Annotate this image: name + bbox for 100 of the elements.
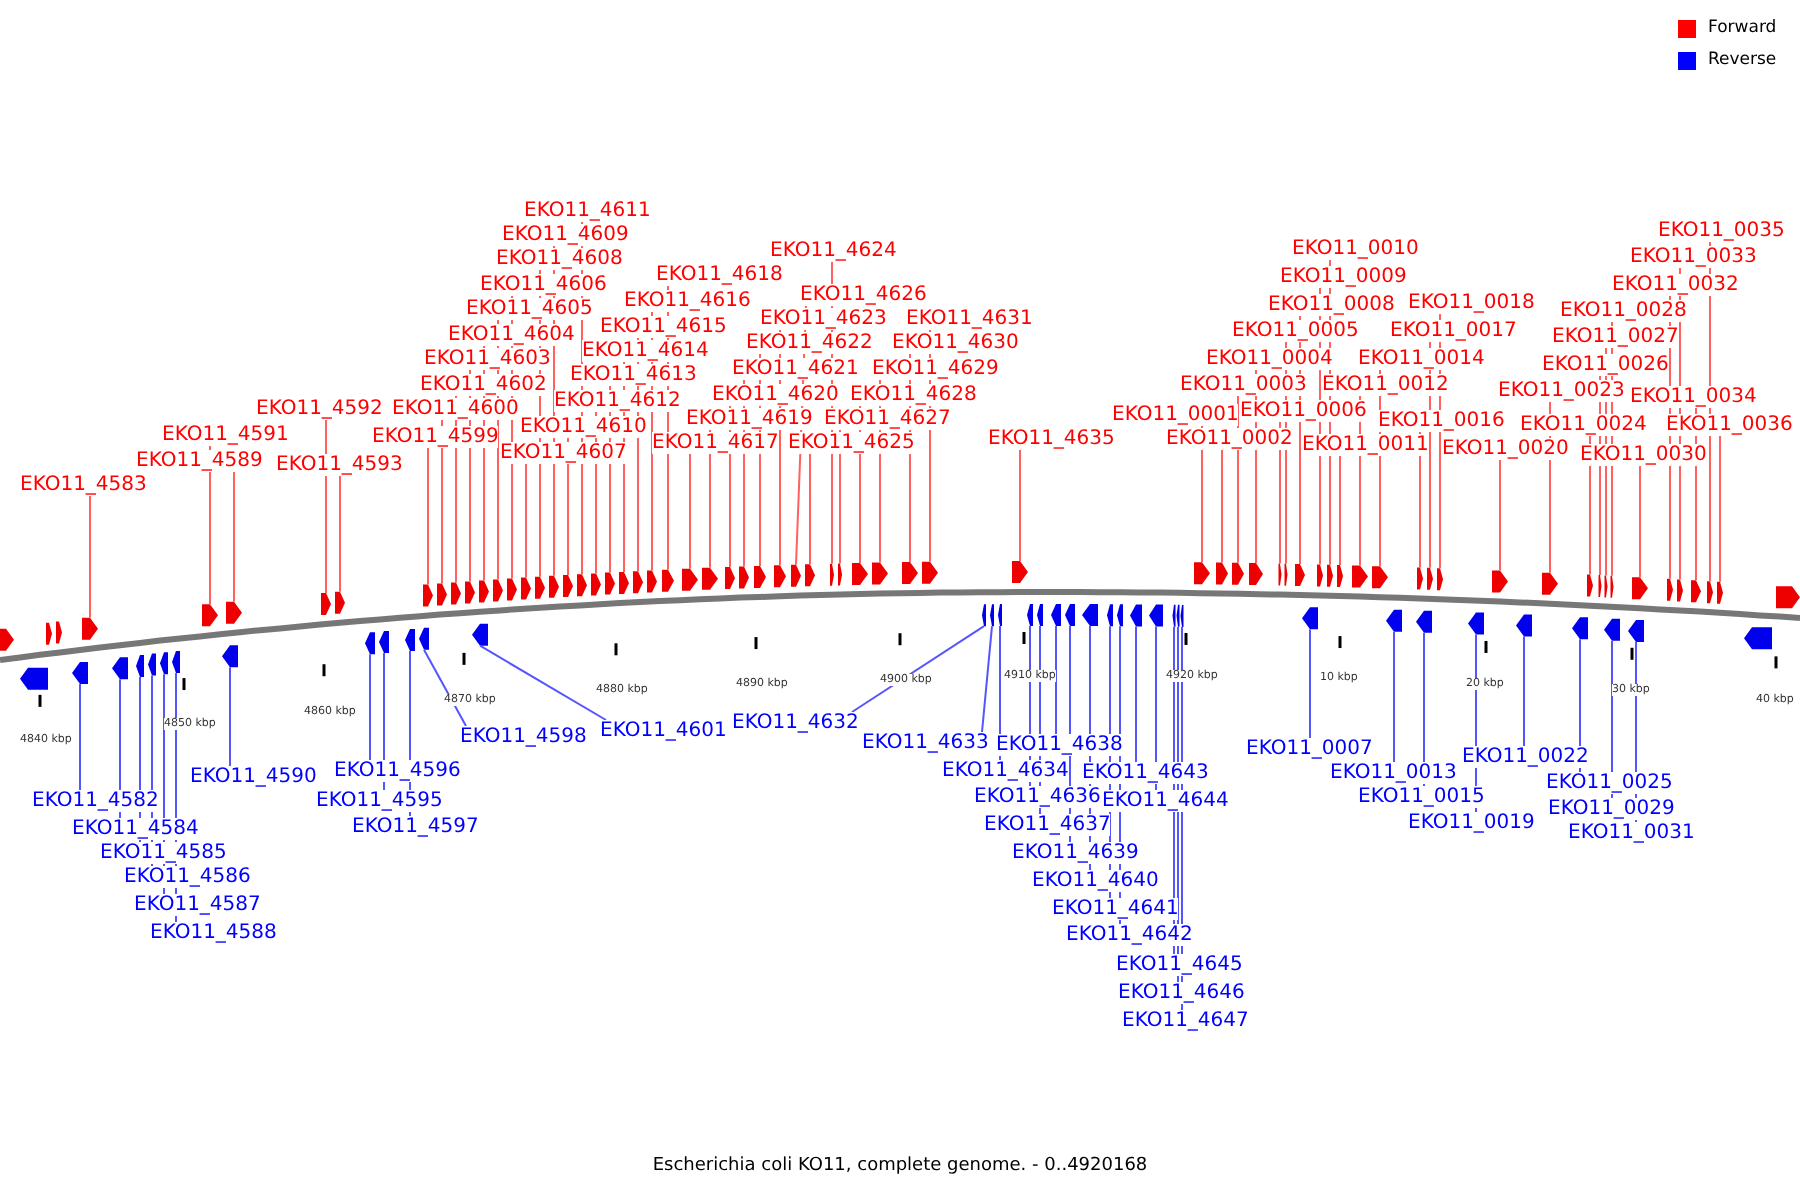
gene-glyph bbox=[922, 561, 938, 584]
gene-glyph bbox=[423, 584, 433, 607]
gene-glyph bbox=[662, 569, 674, 592]
gene-glyph bbox=[563, 575, 573, 597]
gene-label: EKO11_0028 bbox=[1560, 300, 1687, 322]
gene-label: EKO11_4636 bbox=[974, 786, 1101, 808]
gene-label: EKO11_4589 bbox=[136, 450, 263, 472]
gene-glyph bbox=[1012, 561, 1028, 584]
gene-glyph bbox=[1744, 627, 1772, 650]
leader-line bbox=[441, 419, 443, 585]
gene-label: EKO11_0033 bbox=[1630, 246, 1757, 268]
gene-label: EKO11_0010 bbox=[1292, 238, 1419, 260]
gene-glyph bbox=[465, 581, 475, 604]
gene-label: EKO11_0001 bbox=[1112, 404, 1239, 426]
gene-label: EKO11_4624 bbox=[770, 240, 897, 262]
gene-label: EKO11_4621 bbox=[732, 358, 859, 380]
gene-glyph bbox=[1427, 567, 1433, 590]
gene-label: EKO11_4612 bbox=[554, 390, 681, 412]
gene-glyph bbox=[0, 628, 14, 651]
caption: Escherichia coli KO11, complete genome. - 0..4920168 bbox=[652, 1156, 1148, 1176]
gene-label: EKO11_4639 bbox=[1012, 842, 1139, 864]
gene-glyph bbox=[591, 573, 601, 596]
gene-label: EKO11_4646 bbox=[1118, 982, 1245, 1004]
gene-label: EKO11_4586 bbox=[124, 866, 251, 888]
gene-label: EKO11_0013 bbox=[1330, 762, 1457, 784]
gene-glyph bbox=[1417, 567, 1423, 590]
gene-label: EKO11_0014 bbox=[1358, 348, 1485, 370]
gene-label: EKO11_4608 bbox=[496, 248, 623, 270]
gene-label: EKO11_4630 bbox=[892, 332, 1019, 354]
leader-line bbox=[79, 682, 81, 791]
leader-line bbox=[851, 625, 985, 713]
gene-label: EKO11_4593 bbox=[276, 454, 403, 476]
gene-label: EKO11_4620 bbox=[712, 384, 839, 406]
gene-glyph bbox=[46, 622, 52, 645]
gene-label: EKO11_4625 bbox=[788, 432, 915, 454]
gene-glyph bbox=[1295, 564, 1305, 587]
gene-label: EKO11_0007 bbox=[1246, 738, 1373, 760]
gene-glyph bbox=[1302, 607, 1318, 630]
leader-line bbox=[427, 447, 429, 586]
gene-label: EKO11_4613 bbox=[570, 364, 697, 386]
gene-label: EKO11_4642 bbox=[1066, 924, 1193, 946]
gene-label: EKO11_0029 bbox=[1548, 798, 1675, 820]
gene-glyph bbox=[1587, 574, 1593, 597]
gene-glyph bbox=[902, 562, 918, 585]
gene-glyph bbox=[56, 621, 62, 644]
gene-label: EKO11_0031 bbox=[1568, 822, 1695, 844]
gene-label: EKO11_0009 bbox=[1280, 266, 1407, 288]
gene-glyph bbox=[1352, 565, 1368, 588]
gene-glyph bbox=[1632, 577, 1648, 600]
gene-glyph bbox=[1667, 578, 1673, 601]
gene-label: EKO11_4617 bbox=[652, 432, 779, 454]
leader-line bbox=[423, 648, 467, 727]
gene-glyph bbox=[1232, 562, 1244, 585]
gene-glyph bbox=[112, 657, 128, 680]
gene-label: EKO11_4601 bbox=[600, 720, 727, 742]
gene-glyph bbox=[1386, 609, 1402, 632]
gene-glyph bbox=[1572, 617, 1588, 640]
gene-label: EKO11_4600 bbox=[392, 398, 519, 420]
gene-label: EKO11_0034 bbox=[1630, 386, 1757, 408]
gene-label: EKO11_4618 bbox=[656, 264, 783, 286]
gene-label: EKO11_4595 bbox=[316, 790, 443, 812]
leader-line bbox=[479, 644, 607, 721]
gene-label: EKO11_0017 bbox=[1390, 320, 1517, 342]
leader-line bbox=[1155, 625, 1157, 791]
gene-glyph bbox=[521, 577, 531, 600]
gene-label: EKO11_4647 bbox=[1122, 1010, 1249, 1032]
gene-glyph bbox=[1194, 562, 1210, 585]
gene-label: EKO11_0016 bbox=[1378, 410, 1505, 432]
gene-label: EKO11_4606 bbox=[480, 274, 607, 296]
gene-glyph bbox=[1677, 579, 1683, 602]
gene-label: EKO11_0011 bbox=[1302, 434, 1429, 456]
gene-label: EKO11_0008 bbox=[1268, 294, 1395, 316]
gene-glyph bbox=[1082, 604, 1098, 627]
gene-glyph bbox=[619, 571, 629, 594]
gene-label: EKO11_0035 bbox=[1658, 220, 1785, 242]
leader-line bbox=[689, 453, 691, 570]
gene-label: EKO11_4628 bbox=[850, 384, 977, 406]
leader-line bbox=[809, 453, 811, 566]
gene-glyph bbox=[493, 579, 503, 602]
gene-label: EKO11_4641 bbox=[1052, 898, 1179, 920]
gene-label: EKO11_4609 bbox=[502, 224, 629, 246]
gene-glyph bbox=[405, 628, 415, 651]
gene-glyph bbox=[774, 565, 786, 588]
gene-glyph bbox=[148, 653, 156, 676]
leader-line bbox=[1221, 449, 1223, 564]
gene-label: EKO11_4596 bbox=[334, 760, 461, 782]
gene-label: EKO11_0019 bbox=[1408, 812, 1535, 834]
gene-glyph bbox=[1437, 568, 1443, 591]
gene-label: EKO11_4598 bbox=[460, 726, 587, 748]
leader-line bbox=[1309, 628, 1311, 739]
leader-line bbox=[1279, 421, 1281, 565]
gene-glyph bbox=[1051, 604, 1061, 626]
gene-glyph bbox=[335, 591, 345, 614]
gene-glyph bbox=[1065, 604, 1075, 627]
gene-label: EKO11_4583 bbox=[20, 474, 147, 496]
gene-glyph bbox=[1317, 564, 1323, 587]
gene-label: EKO11_0026 bbox=[1542, 354, 1669, 376]
gene-label: EKO11_0027 bbox=[1552, 326, 1679, 348]
gene-glyph bbox=[872, 562, 888, 585]
gene-label: EKO11_0004 bbox=[1206, 348, 1333, 370]
